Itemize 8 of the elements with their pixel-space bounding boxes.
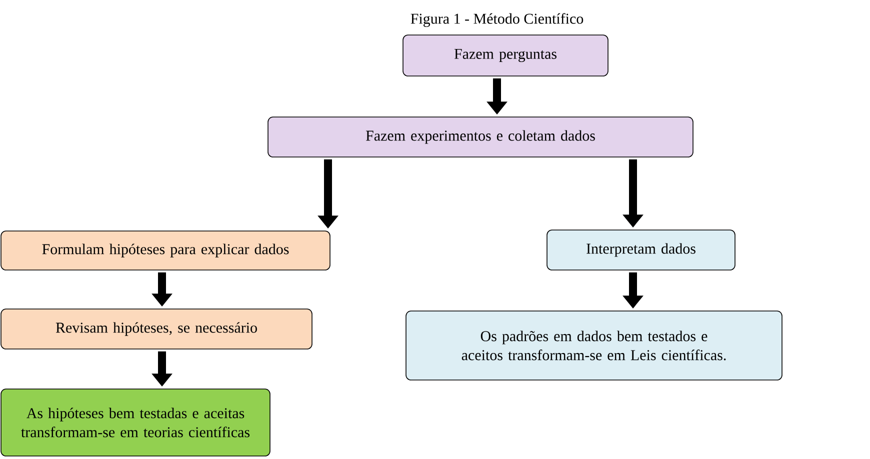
process-box: Fazem perguntas bbox=[402, 34, 608, 76]
process-box: Fazem experimentos e coletam dados bbox=[268, 116, 694, 158]
process-box: Interpretam dados bbox=[546, 230, 736, 270]
process-box: Formulam hipóteses para explicar dados bbox=[0, 230, 330, 270]
process-box: As hipóteses bem testadas e aceitas transformam-se em teorias científicas bbox=[0, 388, 270, 456]
process-box: Revisam hipóteses, se necessário bbox=[0, 308, 312, 350]
process-box: Os padrões em dados bem testados e aceitos transformam-se em Leis científicas. bbox=[406, 310, 782, 380]
figure-title: Figura 1 - Método Científico bbox=[410, 13, 584, 27]
